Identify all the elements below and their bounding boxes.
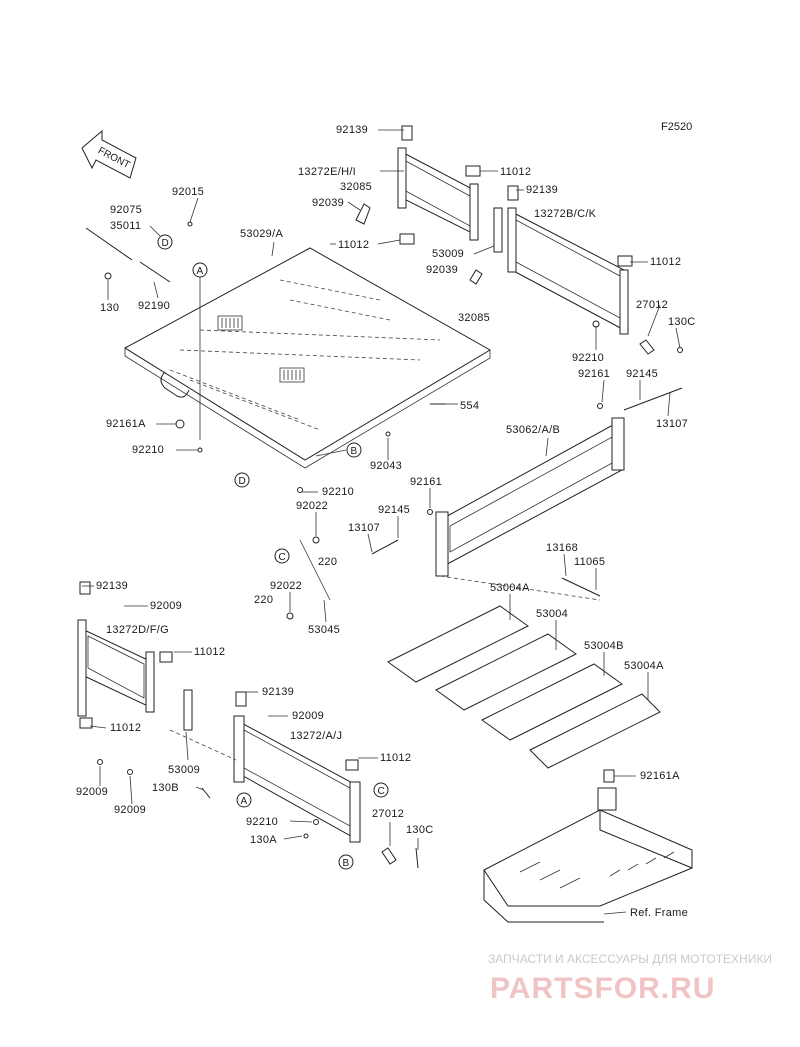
callout-letter: C [378, 786, 385, 797]
part-label: 27012 [636, 299, 668, 311]
bed-mats [387, 605, 661, 769]
part-label: 27012 [372, 808, 404, 820]
callout-markers: D A B D C A C B [157, 234, 389, 870]
part-label: 220 [254, 594, 273, 606]
part-label: 92139 [336, 124, 368, 136]
ref-frame [483, 769, 693, 923]
part-label: 92190 [138, 300, 170, 312]
part-label: 130C [406, 824, 434, 836]
diagram-code: F2520 [661, 121, 692, 133]
part-label: 13272E/H/I [298, 166, 356, 178]
part-label: 32085 [458, 312, 490, 324]
part-label: 554 [460, 400, 479, 412]
part-label: 92210 [246, 816, 278, 828]
part-label: 92022 [270, 580, 302, 592]
part-label: 130 [100, 302, 119, 314]
callout-letter: C [279, 552, 286, 563]
part-label: 53009 [168, 764, 200, 776]
part-label: 53045 [308, 624, 340, 636]
part-label: 53029/A [240, 228, 283, 240]
leader-lines [82, 129, 681, 915]
part-label: 13272/A/J [290, 730, 342, 742]
callout-letter: B [343, 858, 350, 869]
part-label: 92009 [150, 600, 182, 612]
part-label: 11012 [650, 256, 681, 268]
part-label: 11012 [110, 722, 141, 734]
part-label: 53004A [490, 582, 530, 594]
part-label: 92145 [378, 504, 410, 516]
bed-plate [124, 247, 491, 469]
part-label: 92210 [132, 444, 164, 456]
part-label: 53009 [432, 248, 464, 260]
part-label: 11012 [338, 239, 369, 251]
watermark-brand: PARTSFOR.RU [490, 972, 715, 1005]
part-label: 92022 [296, 500, 328, 512]
part-label: 53062/A/B [506, 424, 560, 436]
part-label: 92039 [426, 264, 458, 276]
part-label: 92009 [76, 786, 108, 798]
part-label: 92161 [578, 368, 610, 380]
part-label: 92139 [262, 686, 294, 698]
part-label: 92210 [322, 486, 354, 498]
part-label: 92139 [96, 580, 128, 592]
part-label: 130C [668, 316, 696, 328]
upper-side-gate-right [469, 185, 655, 355]
upper-side-gate-left [355, 125, 481, 245]
part-label: 53004B [584, 640, 624, 652]
part-label: 92161A [106, 418, 146, 430]
lower-side-gate-left [77, 581, 193, 731]
part-label: 13272D/F/G [106, 624, 169, 636]
part-label: 92161A [640, 770, 680, 782]
part-label: 92043 [370, 460, 402, 472]
watermark-caption: ЗАПЧАСТИ И АКСЕССУАРЫ ДЛЯ МОТОТЕХНИКИ [488, 952, 772, 966]
part-label: 220 [318, 556, 337, 568]
part-label: 130A [250, 834, 277, 846]
ref-frame-label: Ref. Frame [630, 907, 688, 919]
tailgate [435, 417, 625, 601]
part-label: 92015 [172, 186, 204, 198]
part-label: 92039 [312, 197, 344, 209]
part-label: 92210 [572, 352, 604, 364]
part-label: 92009 [114, 804, 146, 816]
part-label: 13168 [546, 542, 578, 554]
part-label: 32085 [340, 181, 372, 193]
callout-letter: A [241, 796, 248, 807]
part-label: 11012 [194, 646, 225, 658]
part-label: 92145 [626, 368, 658, 380]
part-label: 13272B/C/K [534, 208, 597, 220]
part-labels: 92139 13272E/H/I 11012 32085 92039 11012… [76, 124, 696, 919]
front-arrow: FRONT [81, 129, 137, 179]
part-label: 130B [152, 782, 179, 794]
callout-letter: B [351, 446, 358, 457]
part-label: 92075 [110, 204, 142, 216]
callout-letter: A [197, 266, 204, 277]
part-label: 11012 [500, 166, 531, 178]
part-label: 13107 [348, 522, 380, 534]
part-label: 35011 [110, 220, 141, 232]
part-label: 92161 [410, 476, 442, 488]
lower-side-gate-right [233, 691, 397, 865]
watermark: ЗАПЧАСТИ И АКСЕССУАРЫ ДЛЯ МОТОТЕХНИКИ PA… [488, 952, 772, 1005]
part-label: 92009 [292, 710, 324, 722]
part-label: 11065 [574, 556, 605, 568]
part-label: 92139 [526, 184, 558, 196]
part-label: 53004 [536, 608, 568, 620]
callout-letter: D [239, 476, 246, 487]
part-label: 13107 [656, 418, 688, 430]
callout-letter: D [162, 238, 169, 249]
part-label: 53004A [624, 660, 664, 672]
part-label: 11012 [380, 752, 411, 764]
